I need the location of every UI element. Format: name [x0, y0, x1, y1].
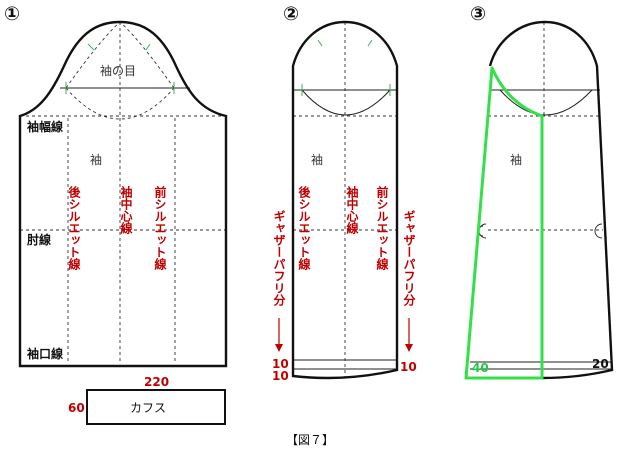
notch-mark [317, 39, 323, 47]
label-armhole: 袖の目 [100, 63, 136, 78]
label-back-silhouette: 後シルエット線 [297, 185, 311, 271]
figure-caption: 【図７】 [286, 433, 334, 447]
panel-2: ② 袖 後シルエット線 袖中心線 前シルエット線 ギャザーパフリ分 ギャザーパフ… [272, 3, 417, 383]
value-10-b: 10 [272, 369, 289, 383]
notch-mark [145, 43, 151, 51]
label-sleeve-width-line: 袖幅線 [27, 119, 63, 134]
gather-arrowhead-left [275, 344, 283, 352]
armhole-lower-curve [301, 89, 391, 116]
label-front-silhouette: 前シルエット線 [153, 185, 167, 271]
label-back-silhouette: 後シルエット線 [67, 185, 81, 271]
cuff-height-value: 60 [68, 401, 85, 415]
value-20: 20 [592, 357, 609, 371]
step-number-3: ③ [470, 3, 486, 25]
pivot-mark-right [594, 223, 603, 239]
step-number-2: ② [283, 3, 299, 25]
label-cuff-line: 袖口線 [27, 346, 63, 361]
cuff-piece: 220 60 カフス [68, 375, 226, 425]
label-gather-right: ギャザーパフリ分 [402, 210, 416, 307]
label-sleeve: 袖 [311, 152, 323, 167]
label-sleeve: 袖 [510, 152, 522, 167]
sleeve-outline [488, 20, 614, 380]
armhole-lower-curve [65, 87, 175, 120]
label-gather-left: ギャザーパフリ分 [272, 210, 286, 307]
label-center-line: 袖中心線 [345, 185, 359, 235]
sleeve-outline [291, 20, 399, 380]
cuff-width-value: 220 [144, 375, 169, 389]
label-front-silhouette: 前シルエット線 [375, 185, 389, 271]
label-elbow-line: 肘線 [27, 232, 51, 247]
label-sleeve: 袖 [90, 152, 102, 167]
value-40: 40 [472, 361, 489, 375]
value-10-a: 10 [272, 357, 289, 371]
cuff-label: カフス [130, 401, 166, 415]
panel-3: ③ 袖 40 20 [464, 3, 614, 380]
label-center-line: 袖中心線 [119, 185, 133, 235]
cuff-rectangle [86, 389, 226, 425]
armhole-lower-curve [499, 89, 593, 116]
spread-pattern-outline [464, 66, 544, 380]
notch-mark [367, 39, 373, 47]
panel-1: ① 袖の目 袖幅線 袖 後シルエット線 袖中心線 前シルエット線 肘線 袖口線 [4, 3, 228, 368]
gather-arrowhead-right [405, 344, 413, 352]
notch-mark [87, 43, 95, 51]
value-10-right: 10 [400, 360, 417, 374]
step-number-1: ① [4, 3, 20, 25]
sleeve-outline [18, 20, 228, 368]
